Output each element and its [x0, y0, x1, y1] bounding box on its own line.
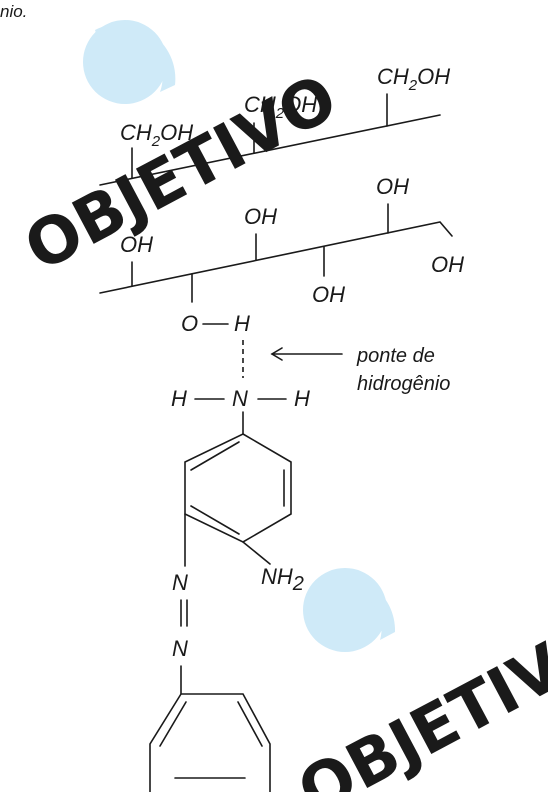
amine-h-right: H [294, 386, 310, 411]
watermark-logo-top: OBJETIVO [13, 20, 349, 286]
benzene-ring-upper-outline [184, 433, 292, 543]
oh-label-2: OH [244, 204, 277, 229]
hydrogen-bond-group: O H ponte de hidrogênio [181, 311, 450, 395]
ch2oh-group-3: CH2OH [377, 64, 450, 94]
ch2oh-group-2: CH2OH [244, 92, 317, 122]
oh-label-4: OH [431, 252, 464, 277]
ring-lower-double-1 [159, 701, 187, 747]
oh-label-3: OH [376, 174, 409, 199]
ring-upper-double-3 [190, 505, 240, 535]
azo-n2-label: N [172, 636, 188, 661]
ring-upper-double-1 [190, 441, 240, 471]
ch2oh-label-2: CH2OH [244, 92, 317, 122]
benzene-ring-upper [184, 433, 292, 543]
ring-lower-double-2 [237, 701, 263, 747]
top-chain-backbone [99, 114, 441, 186]
donor-o-label: O [181, 311, 198, 336]
oh-label-1: OH [120, 232, 153, 257]
azo-group: N N [172, 513, 188, 695]
bottom-chain-backbone [99, 221, 453, 294]
oh-label-5: OH [312, 282, 345, 307]
amine-group: H N H [171, 386, 310, 435]
ch2oh-group-1: CH2OH [120, 120, 193, 150]
ring-nh2-bond [242, 541, 271, 565]
amine-h-left: H [171, 386, 187, 411]
cellulose-top-chain: CH2OH CH2OH CH2OH [99, 64, 450, 186]
benzene-ring-lower-outline [149, 693, 271, 792]
caption-text: nio. [0, 2, 27, 21]
cellulose-bottom-chain: OH OH OH OH OH [99, 174, 464, 307]
watermark-logo-bottom: OBJETIVO [287, 568, 548, 792]
annotation-text-line2: hidrogênio [357, 373, 450, 395]
annotation-text-line1: ponte de [356, 345, 435, 367]
ch2oh-label-3: CH2OH [377, 64, 450, 94]
amine-n: N [232, 386, 248, 411]
benzene-ring-lower [149, 693, 271, 792]
azo-n1-label: N [172, 570, 188, 595]
donor-h-label: H [234, 311, 250, 336]
nh2-substituent: NH2 [242, 541, 304, 595]
nh2-label: NH2 [261, 564, 304, 595]
ch2oh-label-1: CH2OH [120, 120, 193, 150]
annotation-arrowhead [270, 347, 283, 361]
